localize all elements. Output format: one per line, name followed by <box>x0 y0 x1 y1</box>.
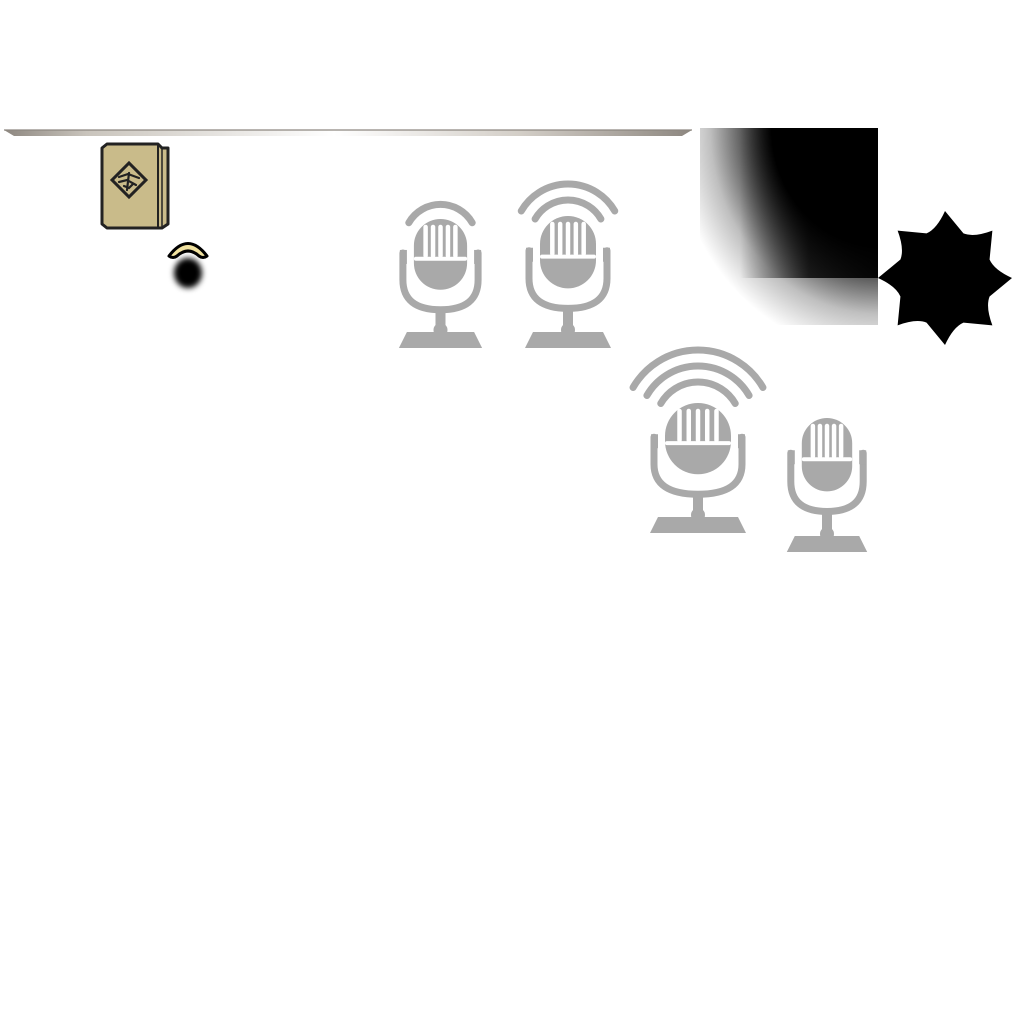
microphone-icon <box>782 402 872 554</box>
microphone-icon <box>393 180 488 350</box>
eight-point-burst-icon <box>878 208 1012 348</box>
corner-shadow <box>700 128 878 325</box>
up-arrow-icon <box>160 228 220 296</box>
microphone-icon <box>517 160 619 350</box>
divider-bar <box>0 120 700 150</box>
winged-sigil-icon <box>109 160 149 200</box>
item-card[interactable] <box>98 140 172 232</box>
microphone-icon <box>629 330 767 535</box>
